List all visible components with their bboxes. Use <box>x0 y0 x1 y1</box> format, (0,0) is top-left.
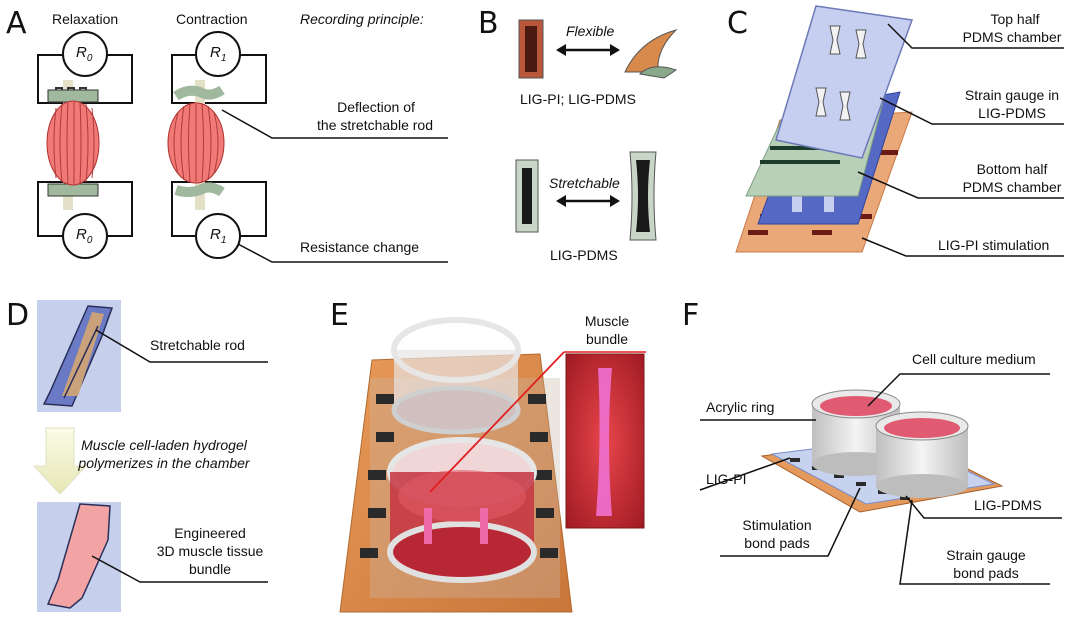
lig-pdms-f-label: LIG-PDMS <box>974 497 1042 513</box>
panel-e-graphics <box>339 317 646 613</box>
muscle-bundle-label-2: bundle <box>585 331 629 347</box>
panel-a-graphics <box>37 31 448 263</box>
deflection-label-line1: Deflection of <box>337 99 415 115</box>
top-half-label-2: PDMS chamber <box>962 29 1062 45</box>
panel-b-graphics <box>515 19 678 241</box>
stimulation-pads-label-2: bond pads <box>744 535 810 551</box>
engineered-label-1: Engineered <box>174 525 246 541</box>
deflection-callout-line <box>221 109 448 139</box>
r0-bottom-label: R0 <box>76 226 93 246</box>
r1-top-label: R1 <box>210 44 227 64</box>
panel-d-graphics <box>32 300 268 612</box>
recording-principle-label: Recording principle: <box>300 11 424 27</box>
bottom-half-label-1: Bottom half <box>976 161 1048 177</box>
muscle-bundle-label-1: Muscle <box>584 313 630 329</box>
panel-letter-b: B <box>478 6 499 41</box>
panel-letter-d: D <box>6 298 30 333</box>
lig-pdms-label: LIG-PDMS <box>550 247 618 263</box>
relaxation-circuit <box>37 31 133 259</box>
acrylic-ring-label: Acrylic ring <box>706 399 775 415</box>
panel-letter-c: C <box>727 6 748 41</box>
strain-gauge-label-1: Strain gauge in <box>964 87 1060 103</box>
strain-gauge-pads-label-2: bond pads <box>953 565 1019 581</box>
lig-pi-label: LIG-PI <box>706 471 747 487</box>
relaxation-label: Relaxation <box>52 11 119 27</box>
cell-culture-medium-label: Cell culture medium <box>912 351 1036 367</box>
resistance-callout-line <box>237 243 448 263</box>
panel-letter-e: E <box>330 298 349 333</box>
contraction-label: Contraction <box>176 11 248 27</box>
engineered-label-2: 3D muscle tissue <box>156 543 264 559</box>
panel-f-graphics <box>699 373 1062 585</box>
hydrogel-label-2: polymerizes in the chamber <box>78 455 250 471</box>
contraction-circuit <box>167 31 267 259</box>
panel-letter-a: A <box>6 6 27 41</box>
lig-pi-pdms-label: LIG-PI; LIG-PDMS <box>520 91 636 107</box>
panel-c-graphics <box>735 5 1064 257</box>
hydrogel-label-1: Muscle cell-laden hydrogel <box>81 437 247 453</box>
lig-pi-stimulation-label: LIG-PI stimulation <box>938 237 1050 253</box>
engineered-label-3: bundle <box>188 561 232 577</box>
resistance-change-label: Resistance change <box>300 239 420 255</box>
strain-gauge-label-2: LIG-PDMS <box>978 105 1046 121</box>
r1-bottom-label: R1 <box>210 226 227 246</box>
strain-gauge-pads-label-1: Strain gauge <box>946 547 1026 563</box>
r0-top-label: R0 <box>76 44 93 64</box>
top-half-label-1: Top half <box>990 11 1040 27</box>
panel-letter-f: F <box>682 298 700 333</box>
stretchable-label: Stretchable <box>549 175 620 191</box>
stimulation-pads-label-1: Stimulation <box>742 517 812 533</box>
bottom-half-label-2: PDMS chamber <box>962 179 1062 195</box>
deflection-label-line2: the stretchable rod <box>317 117 433 133</box>
flexible-label: Flexible <box>566 23 615 39</box>
stretchable-rod-label: Stretchable rod <box>150 337 245 353</box>
